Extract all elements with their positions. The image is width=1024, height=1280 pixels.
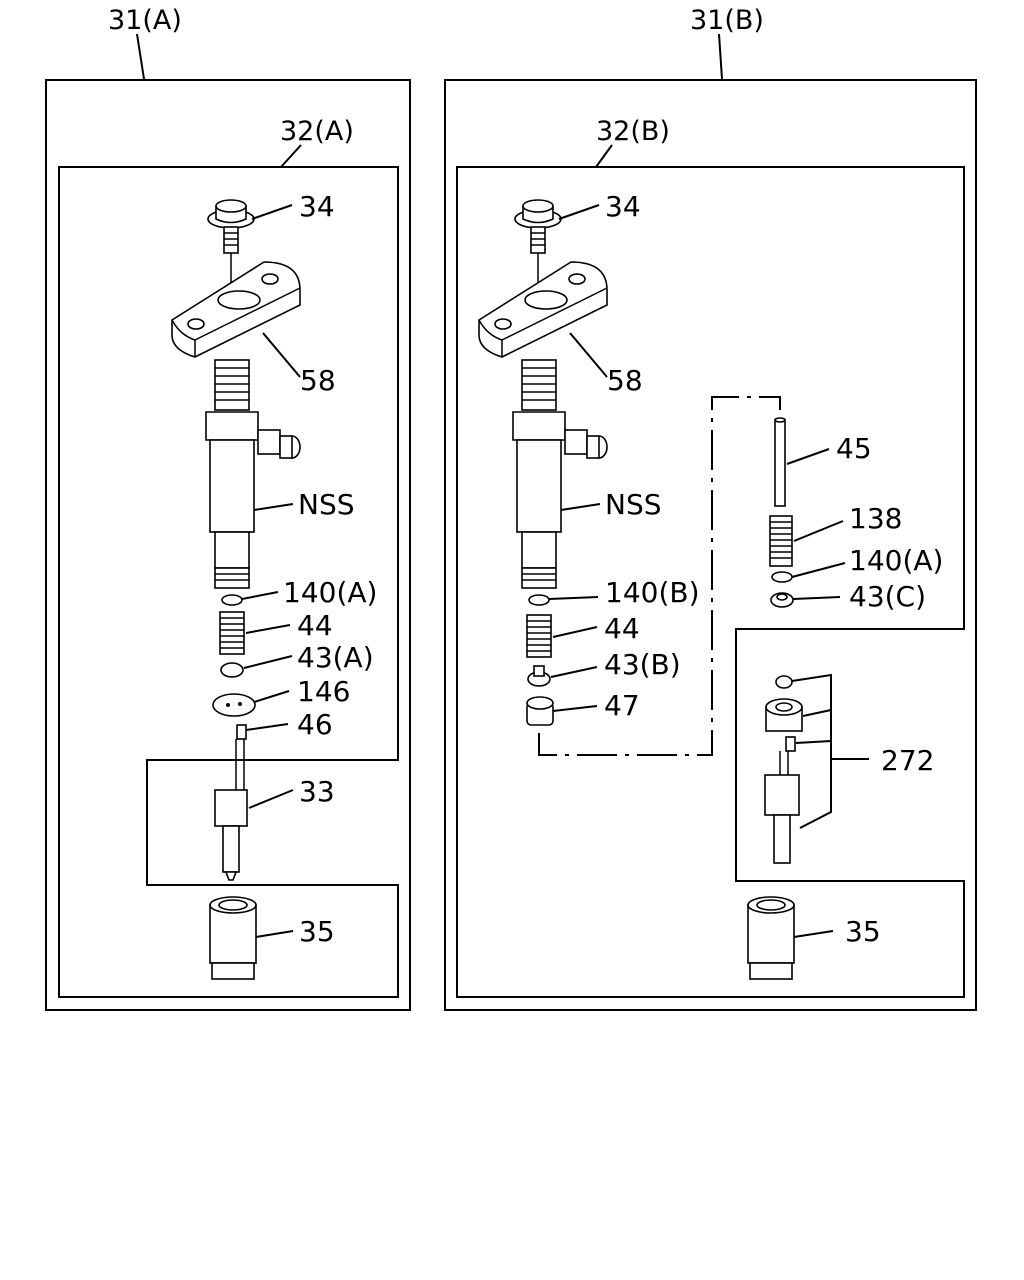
subassembly-a-frame: [58, 166, 399, 998]
callout-a-spring: 44: [297, 609, 333, 642]
callout-b-push-rod: 45: [836, 432, 872, 465]
callout-b-spring-seat: 43(B): [604, 648, 681, 681]
assembly-b-label: 31(B): [690, 5, 764, 36]
callout-b-retaining-nut: 35: [845, 915, 881, 948]
injector-holder-b: [512, 359, 608, 589]
retaining-nut-a: [209, 896, 257, 980]
callout-a-retaining-nut: 35: [299, 915, 335, 948]
subassembly-b-frame: [456, 166, 965, 998]
subassembly-a-leader: [280, 144, 302, 168]
callout-a-spacer: 146: [297, 675, 350, 708]
spring-seat-b: [527, 665, 551, 687]
pin-a: [236, 724, 247, 740]
callout-b-shim: 140(B): [605, 576, 700, 609]
callout-b-seat-2: 43(C): [849, 580, 926, 613]
assembly-a-leader: [136, 33, 145, 80]
callout-b-nozzle-kit: 272: [881, 744, 934, 777]
callout-b-shim-2: 140(A): [849, 544, 943, 577]
assembly-a-label: 31(A): [108, 5, 182, 36]
bolt-b: [514, 199, 562, 300]
spring-a: [219, 611, 245, 655]
callout-a-nozzle: 33: [299, 775, 335, 808]
subassembly-b-leader: [595, 144, 613, 168]
callout-a-holder: NSS: [298, 488, 355, 521]
clamp-a: [171, 261, 301, 358]
callout-a-bolt: 34: [299, 190, 335, 223]
subassembly-b-label: 32(B): [596, 116, 670, 147]
spring-seat-a: [220, 662, 244, 678]
shim-a: [221, 594, 243, 606]
spring-b2: [769, 515, 793, 567]
leaders-a: [241, 204, 301, 938]
seat-b2: [770, 592, 794, 608]
guide-b: [526, 696, 554, 726]
callout-b-guide: 47: [604, 689, 640, 722]
shim-b: [528, 594, 550, 606]
subassembly-a-label: 32(A): [280, 116, 354, 147]
callout-b-spring-2: 138: [849, 502, 902, 535]
callouts-b: 34 58 NSS 45 138 140(A) 43(C) 140(B) 44 …: [604, 190, 943, 948]
assembly-b: 31(B) 32(B): [444, 5, 977, 1011]
assembly-b-leader: [718, 33, 723, 80]
assembly-a: 31(A) 32(A): [45, 5, 411, 1011]
assembly-a-frame: [45, 79, 411, 1011]
spring-b: [526, 614, 552, 658]
connection-line: [538, 396, 781, 756]
assembly-b-frame: [444, 79, 977, 1011]
push-rod-b: [774, 417, 786, 507]
spacer-a: [212, 693, 256, 717]
callout-b-spring: 44: [604, 612, 640, 645]
callout-a-clamp: 58: [300, 364, 336, 397]
bolt-a: [207, 199, 255, 300]
leaders-b: [548, 204, 869, 938]
callout-a-spring-seat: 43(A): [297, 641, 374, 674]
callout-a-pin: 46: [297, 708, 333, 741]
callout-b-clamp: 58: [607, 364, 643, 397]
clamp-b: [478, 261, 608, 358]
callout-b-holder: NSS: [605, 488, 662, 521]
shim-b2: [771, 571, 793, 583]
retaining-nut-b: [747, 896, 795, 980]
nozzle-kit-b: [764, 675, 803, 864]
callout-b-bolt: 34: [605, 190, 641, 223]
nozzle-a: [214, 789, 248, 881]
callouts-a: 34 58 NSS 140(A) 44 43(A) 146 46 33 35: [283, 190, 377, 948]
callout-a-shim: 140(A): [283, 576, 377, 609]
injector-holder-a: [205, 359, 301, 589]
